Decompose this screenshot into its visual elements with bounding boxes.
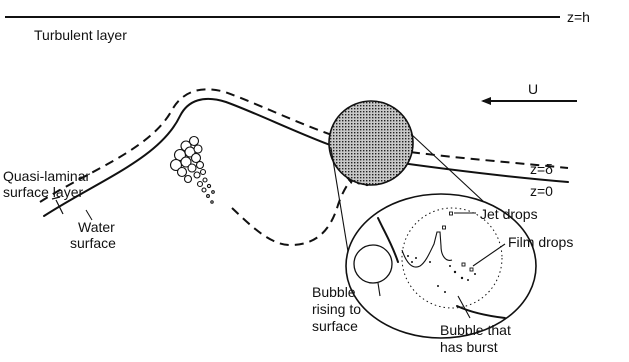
jet-drop bbox=[450, 212, 453, 215]
label-bubble-rising: Bubble bbox=[312, 284, 356, 300]
label-surface-layer: surface layer bbox=[3, 184, 83, 200]
quasi-laminar-layer-top bbox=[40, 89, 568, 202]
label-z-0: z=0 bbox=[530, 183, 553, 199]
label-bubble-rising-surface: surface bbox=[312, 318, 358, 334]
label-water: Water bbox=[78, 219, 115, 235]
label-film-drops: Film drops bbox=[508, 234, 573, 250]
film-drop bbox=[462, 263, 465, 266]
label-z-delta: z=δ bbox=[530, 161, 553, 177]
label-jet-drops: Jet drops bbox=[480, 206, 538, 222]
label-z-h: z=h bbox=[567, 9, 590, 25]
magnified-region-circle bbox=[329, 101, 413, 185]
label-bubble-has-burst: has burst bbox=[440, 339, 498, 355]
bubble-cluster-crest bbox=[171, 137, 215, 204]
film-drop bbox=[470, 268, 473, 271]
rising-bubble bbox=[354, 245, 392, 283]
label-quasi-laminar: Quasi-laminar bbox=[3, 168, 90, 184]
label-wind-u: U bbox=[528, 81, 538, 97]
label-water-surface: surface bbox=[70, 235, 116, 251]
water-surface-line bbox=[44, 99, 568, 216]
jet-drop bbox=[443, 226, 446, 229]
label-bubble-burst: Bubble that bbox=[440, 322, 511, 338]
bubble-trajectory-arrow bbox=[232, 176, 355, 245]
label-bubble-rising-to: rising to bbox=[312, 301, 361, 317]
label-turbulent-layer: Turbulent layer bbox=[34, 27, 127, 43]
